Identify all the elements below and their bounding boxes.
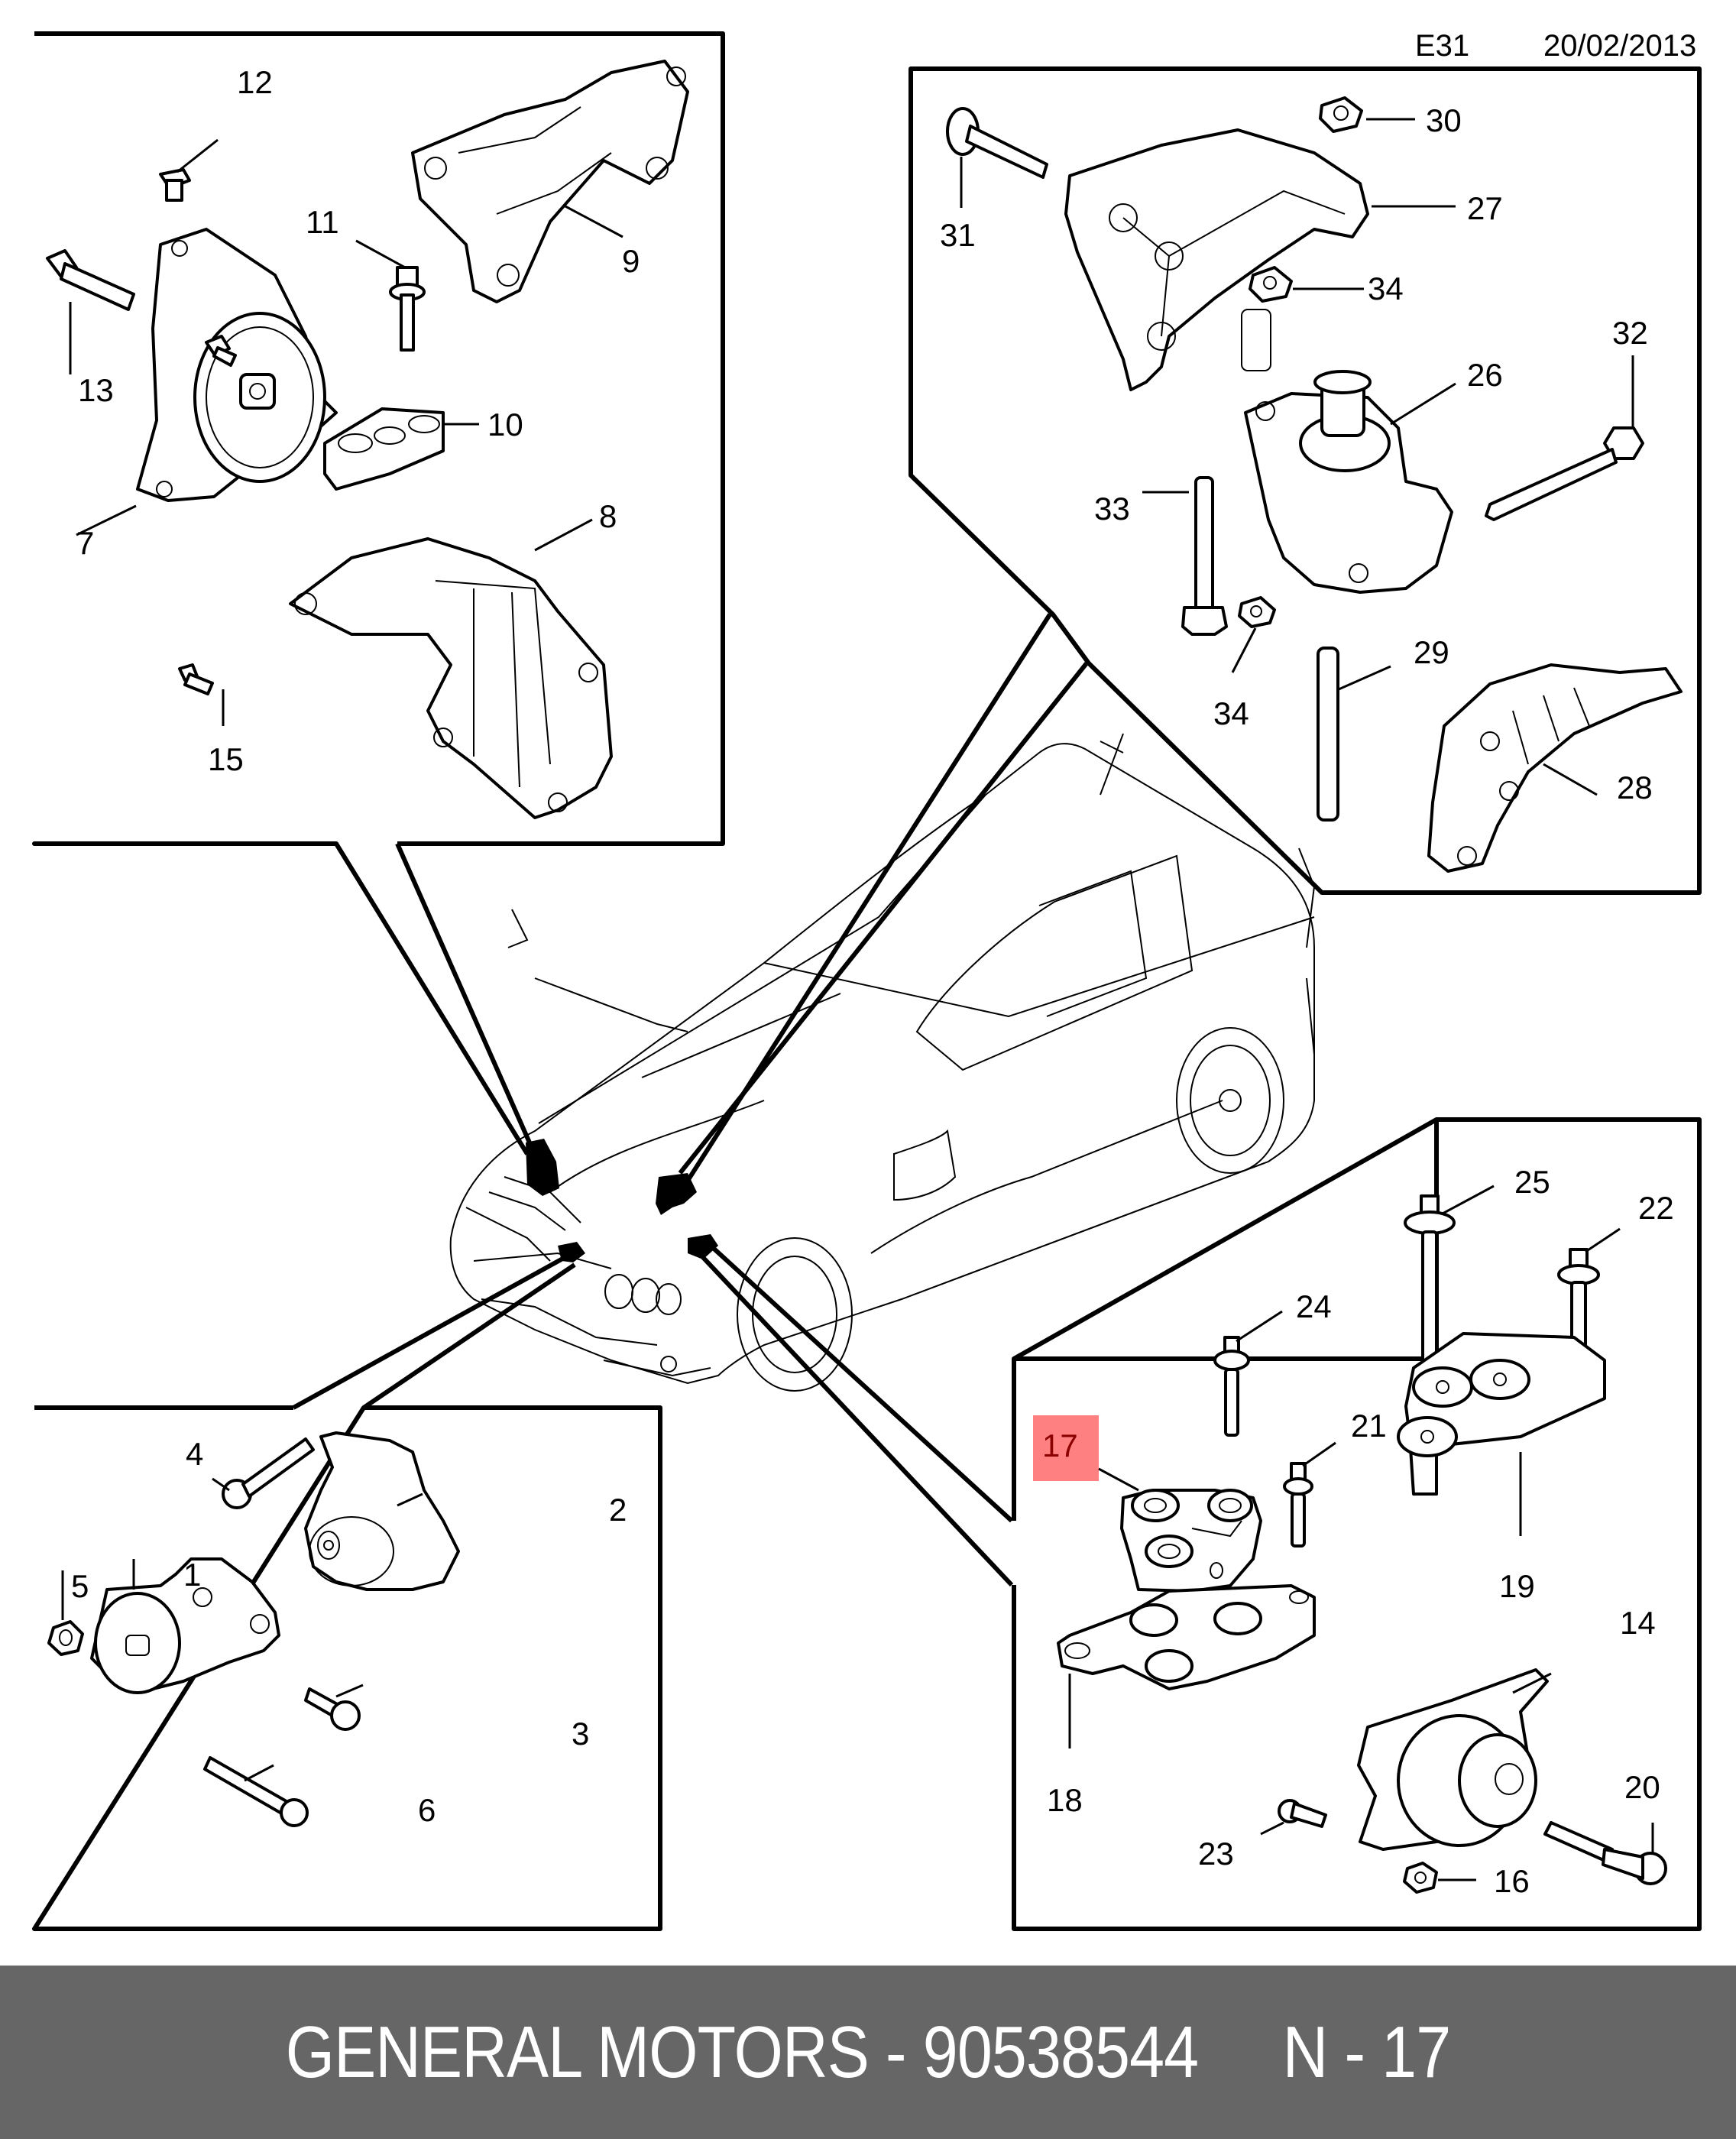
footer-separator: - (868, 2011, 923, 2093)
callout-34-lower: 34 (1213, 695, 1249, 731)
callout-29: 29 (1414, 634, 1449, 670)
callout-23: 23 (1198, 1836, 1234, 1872)
part-13-bolt (46, 249, 135, 311)
callout-2: 2 (609, 1492, 627, 1528)
part-7-mount (136, 228, 338, 502)
panel-top-right: 30 31 27 34 32 26 33 34 29 28 (908, 66, 1702, 895)
part-16-nut (1403, 1862, 1438, 1894)
part-11-bolt (389, 266, 426, 352)
part-10-pad (323, 407, 445, 491)
part-8-bracket (289, 537, 613, 819)
callout-32: 32 (1612, 315, 1648, 351)
part-21-bolt (1283, 1462, 1313, 1548)
part-28-bracket (1427, 663, 1683, 873)
part-30-nut (1319, 96, 1363, 133)
part-24-bolt (1213, 1336, 1250, 1437)
part-23-bolt (1278, 1799, 1327, 1828)
callout-4: 4 (186, 1436, 203, 1472)
part-9-bracket (411, 60, 689, 303)
callout-19: 19 (1499, 1568, 1535, 1604)
part-27-bracket (1064, 128, 1369, 391)
callout-3: 3 (572, 1716, 589, 1752)
callout-22: 22 (1638, 1190, 1674, 1226)
callout-33: 33 (1094, 491, 1130, 527)
footer-gap (1198, 2011, 1282, 2095)
footer-brand: GENERAL MOTORS (285, 2011, 870, 2093)
callout-18: 18 (1047, 1782, 1083, 1818)
pointer-lines (292, 613, 1089, 1587)
footer-page-ref: N - 17 (1282, 2011, 1452, 2093)
diagram-svg: 12 11 9 13 10 7 8 15 (32, 31, 1702, 1931)
part-17-mount-highlighted (1120, 1489, 1262, 1593)
footer-banner: GENERAL MOTORS - 90538544 N - 17 (0, 1966, 1736, 2139)
callout-24: 24 (1296, 1288, 1332, 1324)
callout-13: 13 (78, 372, 114, 408)
callout-14: 14 (1620, 1605, 1656, 1641)
part-15-bolt-drawn (178, 663, 214, 695)
part-20-bolt (1543, 1821, 1667, 1885)
part-29-stud (1317, 647, 1339, 822)
part-2-mount (304, 1431, 460, 1591)
part-33-bolt (1181, 476, 1228, 636)
part-31-bolt (946, 107, 1048, 179)
panel-bottom-left: 4 2 5 1 3 6 (32, 1405, 662, 1931)
highlight-box (1033, 1415, 1099, 1481)
callout-7: 7 (76, 525, 94, 561)
callout-16: 16 (1494, 1863, 1530, 1899)
callout-12: 12 (237, 64, 273, 100)
part-5-nut (47, 1620, 84, 1656)
callout-15: 15 (208, 741, 244, 777)
car-mount-markers (526, 1139, 718, 1262)
part-4-bolt (222, 1437, 315, 1509)
part-1-mount (90, 1557, 280, 1694)
callout-11: 11 (306, 204, 339, 240)
diagram-code: E31 (1415, 29, 1470, 63)
callout-5: 5 (71, 1568, 89, 1604)
callout-30: 30 (1426, 102, 1462, 138)
part-12-bolt (159, 168, 191, 202)
part-25-bolt (1404, 1194, 1456, 1367)
part-19-bracket (1397, 1332, 1606, 1496)
callout-34-upper: 34 (1368, 271, 1404, 306)
callout-8: 8 (599, 498, 617, 534)
car-illustration (449, 733, 1316, 1392)
part-34-nut-lower (1238, 596, 1276, 628)
callout-1: 1 (183, 1557, 201, 1593)
panel-bottom-right: 17 (1012, 1117, 1702, 1931)
callout-28: 28 (1617, 770, 1653, 805)
panel-top-left: 12 11 9 13 10 7 8 15 (32, 31, 725, 846)
sleeve (1241, 309, 1271, 371)
callout-26: 26 (1467, 357, 1503, 393)
callout-17-highlighted[interactable]: 17 (1042, 1428, 1078, 1463)
parts-diagram: E31 20/02/2013 (32, 29, 1702, 1931)
callout-10: 10 (487, 407, 523, 442)
part-18-bracket (1057, 1584, 1316, 1690)
part-14-mount (1357, 1668, 1549, 1851)
part-3-bolt (304, 1687, 361, 1731)
part-32-bolt (1485, 426, 1644, 521)
callout-27: 27 (1467, 190, 1503, 226)
part-34-nut-upper (1249, 266, 1293, 303)
part-26-mount (1244, 370, 1453, 594)
callout-6: 6 (418, 1792, 436, 1828)
callout-25: 25 (1514, 1164, 1550, 1200)
footer-part-number: 90538544 (922, 2011, 1199, 2093)
footer-text: GENERAL MOTORS - 90538544 N - 17 (121, 1966, 1615, 2139)
part-15-bolt (205, 335, 237, 367)
callout-20: 20 (1624, 1769, 1660, 1805)
callout-9: 9 (622, 243, 640, 279)
callout-31: 31 (940, 217, 976, 253)
part-6-bolt (203, 1756, 309, 1827)
callout-21: 21 (1351, 1408, 1387, 1444)
diagram-date: 20/02/2013 (1543, 29, 1697, 63)
